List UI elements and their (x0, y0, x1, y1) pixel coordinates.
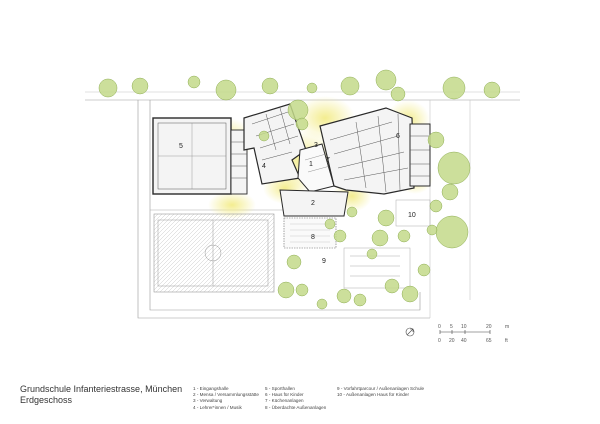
tree-icon (215, 79, 237, 101)
tree-icon (483, 81, 501, 99)
entrance-hall (297, 143, 335, 193)
tree-icon (384, 278, 400, 294)
gym-building (152, 117, 248, 195)
tree-icon (442, 76, 466, 100)
tree-icon (441, 183, 459, 201)
tree-icon (371, 229, 389, 247)
tree-icon (295, 283, 309, 297)
legend-item: 8 - Überdachte Außenanlagen (265, 404, 327, 410)
tree-icon (258, 130, 270, 142)
tree-icon (187, 75, 201, 89)
east-wing (319, 107, 415, 195)
scale-bar: 0 5 10 20 m 0 20 40 65 ft (438, 324, 509, 344)
north-arrow-icon (405, 327, 415, 337)
tree-icon (286, 254, 302, 270)
legend-item: 9 - Vorfahrtparcour / Außenanlagen Schul… (337, 386, 425, 391)
scale-ft-unit: ft (505, 338, 508, 344)
scale-m-20: 20 (486, 324, 492, 330)
floor-name: Erdgeschoss (20, 395, 73, 405)
tree-icon (401, 285, 419, 303)
tree-icon (306, 82, 318, 94)
tree-icon (333, 229, 347, 243)
plan-label-7: 7 (326, 157, 330, 164)
tree-icon (375, 69, 397, 91)
plan-label-1: 1 (309, 161, 313, 168)
legend-item: 10 - Außenanlagen Haus für Kinder (337, 392, 410, 398)
scale-ft-40: 40 (461, 338, 467, 344)
plan-label-3: 3 (314, 142, 318, 149)
tree-icon (336, 288, 352, 304)
plan-label-10: 10 (408, 212, 416, 219)
tree-icon (346, 206, 358, 218)
legend-item: 5 - Sporthallen (265, 386, 295, 391)
trees (98, 69, 501, 310)
scale-ft-20: 20 (449, 338, 455, 344)
tree-icon (429, 199, 443, 213)
legend-item: 3 - Verwaltung (193, 398, 223, 404)
legend-col-1: 1 - Eingangshalle 2 - Mensa / Versammlun… (193, 386, 259, 411)
plan-label-8: 8 (311, 234, 315, 241)
tree-icon (261, 77, 279, 95)
plan-label-2: 2 (311, 200, 315, 207)
scale-m-5: 5 (450, 324, 453, 330)
plan-label-4: 4 (262, 163, 266, 170)
tree-icon (98, 78, 118, 98)
tree-icon (366, 248, 378, 260)
plan-label-6: 6 (396, 133, 400, 140)
scale-ft-65: 65 (486, 338, 492, 344)
tree-icon (390, 86, 406, 102)
legend-item: 7 - Küchenanlagen (265, 398, 304, 404)
tree-icon (397, 229, 411, 243)
tree-icon (377, 209, 395, 227)
tree-icon (340, 76, 360, 96)
scale-ft-0: 0 (438, 338, 441, 344)
mensa-area (279, 189, 349, 249)
tree-icon (277, 281, 295, 299)
legend-item: 6 - Haus für Kinder (265, 392, 304, 398)
sports-field-hatch (153, 213, 275, 293)
scale-m-unit: m (505, 324, 509, 330)
legend-col-2: 5 - Sporthallen 6 - Haus für Kinder 7 - … (265, 386, 326, 411)
legend-item: 2 - Mensa / Versammlungsstätte (193, 392, 259, 398)
tree-icon (131, 77, 149, 95)
plan-labels: 5 4 1 3 7 6 2 8 9 10 (179, 133, 416, 265)
tree-icon (287, 99, 309, 121)
tree-icon (353, 293, 367, 307)
tree-icon (295, 117, 309, 131)
kindergarten-annex (409, 123, 431, 187)
tree-icon (427, 131, 445, 149)
plan-label-5: 5 (179, 143, 183, 150)
legend-item: 4 - Lehrer*innen / Musik (193, 404, 242, 410)
tree-icon (316, 298, 328, 310)
scale-m-10: 10 (461, 324, 467, 330)
plan-label-9: 9 (322, 258, 326, 265)
tree-icon (417, 263, 431, 277)
tree-icon (324, 218, 336, 230)
plan-title: Grundschule Infanteriestrasse, München E… (20, 384, 182, 406)
tree-icon (435, 215, 469, 249)
legend-col-3: 9 - Vorfahrtparcour / Außenanlagen Schul… (337, 386, 424, 398)
tree-icon (426, 224, 438, 236)
scale-m-0: 0 (438, 324, 441, 330)
outdoor-areas (343, 199, 431, 289)
project-name: Grundschule Infanteriestrasse, München (20, 384, 183, 394)
tree-icon (437, 151, 471, 185)
legend-item: 1 - Eingangshalle (193, 386, 229, 391)
